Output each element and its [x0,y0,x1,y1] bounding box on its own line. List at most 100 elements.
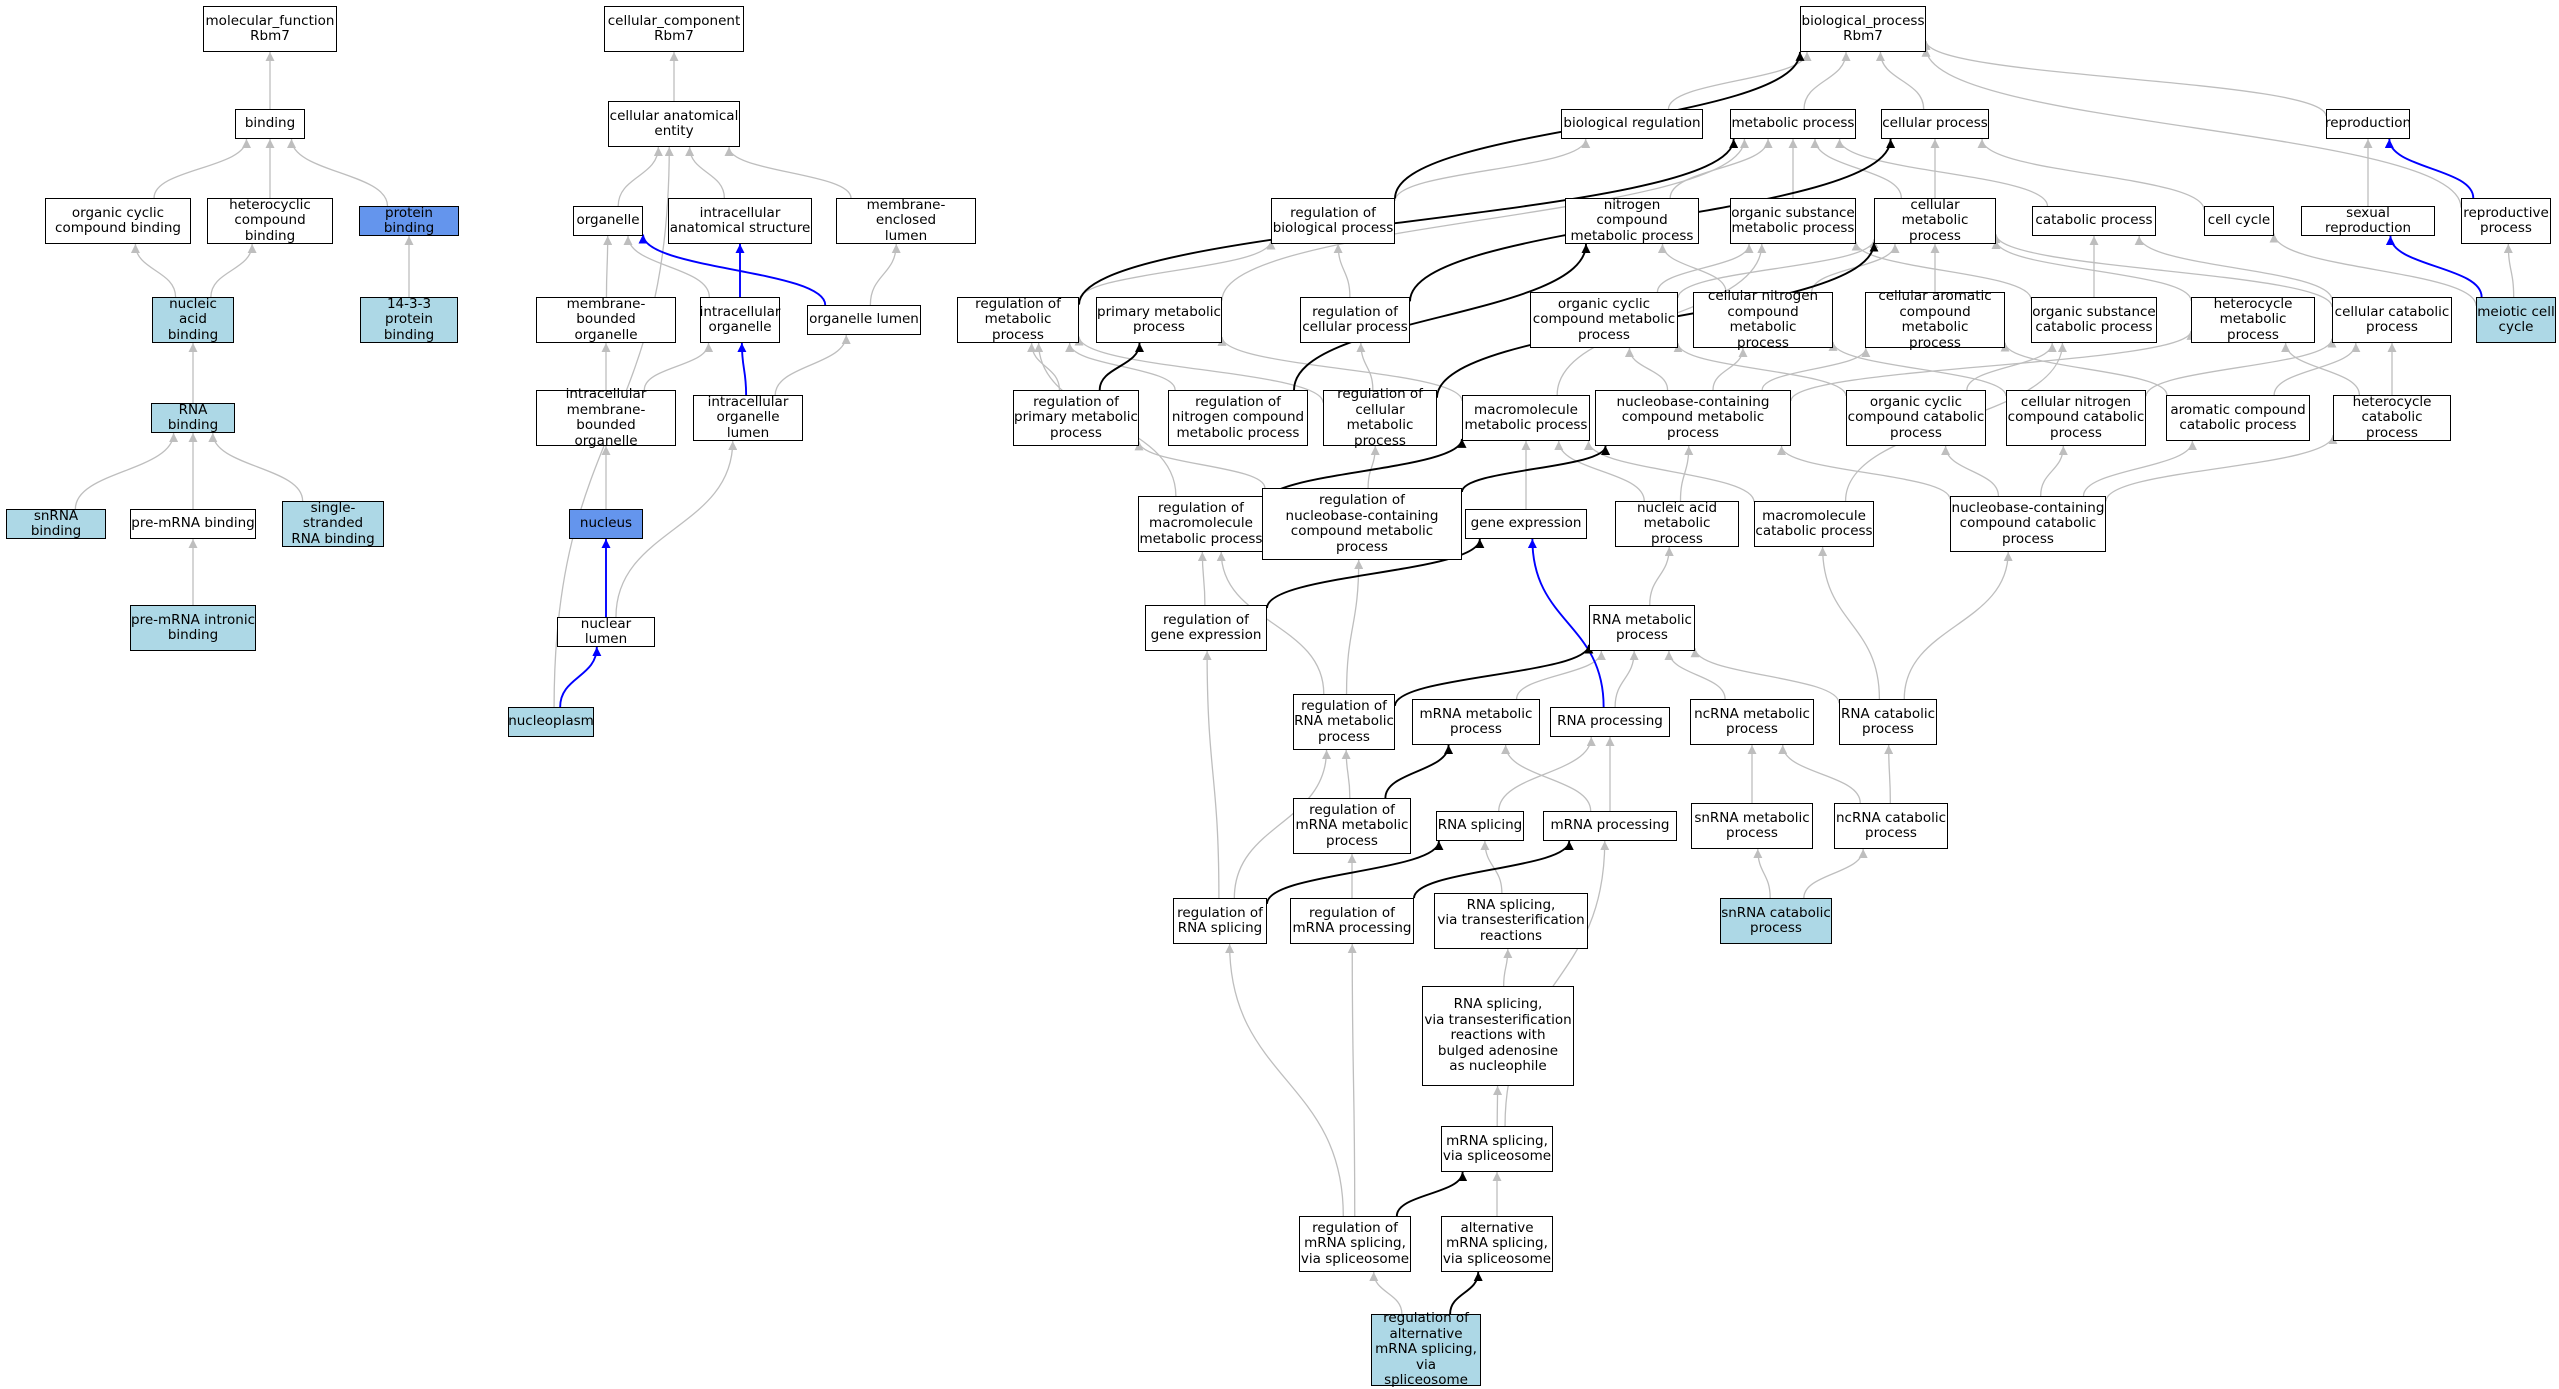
go-term-occcp: organic cyclic compound catabolic proces… [1846,390,1986,446]
edge-nab-to-ocb [135,244,175,297]
go-term-ias: intracellular anatomical structure [668,198,812,244]
edge-ramsvs-to-amsvs [1450,1272,1478,1314]
edge-cp-to-bp [1880,52,1923,109]
go-term-sexrep: sexual reproduction [2301,206,2435,236]
edge-rnacp-to-rnamp [1695,648,1839,703]
go-term-ncmp: nitrogen compound metabolic process [1565,198,1699,244]
edge-ias-to-cae [690,147,725,198]
edge-rmsvs-to-rrnasplice [1230,944,1344,1216]
go-term-rnamp: RNA metabolic process [1589,605,1695,651]
edge-np-to-nl [560,647,597,707]
edge-rnamp-to-namp [1650,547,1670,605]
go-term-mbo: membrane-bounded organelle [536,297,676,343]
go-term-cae: cellular anatomical entity [608,101,740,147]
go-term-imbo: intracellular membrane-bounded organelle [536,390,676,446]
go-term-cp: cellular process [1881,109,1989,139]
go-term-amsvs: alternative mRNA splicing, via spliceoso… [1441,1216,1553,1272]
go-term-breg: biological regulation [1561,109,1703,139]
go-term-mcc: meiotic cell cycle [2476,297,2556,343]
go-term-pb: protein binding [359,206,459,236]
go-term-rnab: RNA binding [151,403,235,433]
edge-nbcmp-to-cacmp [1762,348,1866,390]
edge-nbcmp-to-cncmp [1713,348,1743,390]
go-term-rge: regulation of gene expression [1145,605,1267,651]
go-term-namp: nucleic acid metabolic process [1615,501,1739,547]
edge-ssrnab-to-rnab [213,433,303,501]
edge-rmsvs-to-rmrnaproc [1352,944,1355,1216]
edge-ncrnamp-to-rnamp [1669,651,1725,699]
go-term-hcp: heterocycle catabolic process [2333,395,2451,441]
go-term-ocb: organic cyclic compound binding [45,198,191,244]
go-term-b1433: 14-3-3 protein binding [360,297,458,343]
go-term-rmsvs: regulation of mRNA splicing, via spliceo… [1299,1216,1411,1272]
edge-ramsvs-to-rmsvs [1374,1272,1402,1314]
go-term-rmp: regulation of metabolic process [957,297,1079,343]
edge-accp-to-ccp [2274,343,2356,395]
edge-hcp-to-hmp [2286,343,2360,395]
go-term-premrnab: pre-mRNA binding [130,509,256,539]
go-term-mrnaproc: mRNA processing [1543,811,1677,841]
go-term-mel: membrane-enclosed lumen [836,198,976,244]
go-term-rnaproc: RNA processing [1550,707,1670,737]
go-term-ccyc: cell cycle [2204,206,2274,236]
edge-mrnamp-to-rnamp [1517,651,1602,699]
edge-rncmp-to-rmp [1070,343,1176,390]
edge-rsvtrba-to-rsvtr [1504,949,1508,986]
edge-rnaproc-to-rnamp [1615,651,1634,707]
go-term-bp: biological_process Rbm7 [1800,6,1926,52]
go-term-cc: cellular_component Rbm7 [604,6,744,52]
go-term-ncrnamp: ncRNA metabolic process [1690,699,1814,745]
edge-ccyc-to-cp [1982,139,2204,210]
go-term-hmp: heterocycle metabolic process [2191,297,2315,343]
edge-repro-to-bp [1926,41,2326,116]
edge-rge-to-rmmp [1202,552,1205,605]
go-term-ncrnacp: ncRNA catabolic process [1834,803,1948,849]
go-term-rpmp: regulation of primary metabolic process [1013,390,1139,446]
go-term-rmrnamp: regulation of mRNA metabolic process [1293,798,1411,854]
edge-rsvtr-to-rnasplice [1485,841,1502,893]
go-term-osmp: organic substance metabolic process [1730,198,1856,244]
go-term-accp: aromatic compound catabolic process [2166,395,2310,441]
edge-nbccp-to-accp [2083,441,2192,496]
edge-pb-to-binding [291,139,387,206]
go-term-np: nucleoplasm [508,707,594,737]
edge-mp-to-bp [1804,52,1846,109]
edge-io-to-organelle [628,236,709,297]
edge-nab-to-hcb [211,244,252,297]
go-term-rnbcmp: regulation of nucleobase-containing comp… [1262,488,1462,560]
edge-rrnamp-to-rnbcmp [1347,560,1359,694]
go-term-snrnamp: snRNA metabolic process [1691,803,1813,849]
edge-breg-to-bp [1668,52,1807,109]
edge-ol-to-organelle [643,235,825,305]
go-term-maccp: macromolecule catabolic process [1754,501,1874,547]
go-term-nab: nucleic acid binding [152,297,234,343]
go-term-ccp: cellular catabolic process [2332,297,2452,343]
go-term-rrnamp: regulation of RNA metabolic process [1293,694,1395,750]
edge-rmp-to-rbp [1079,240,1271,300]
go-term-nl: nuclear lumen [557,617,655,647]
go-term-mp: metabolic process [1730,109,1856,139]
go-term-snrnacp: snRNA catabolic process [1720,898,1832,944]
edge-repp-to-repro [2389,139,2473,198]
edge-rmsvs-to-msvs [1397,1172,1463,1216]
edge-accp-to-cacmp [2005,343,2167,395]
edge-namp-to-macmp [1559,441,1644,501]
edge-ocb-to-binding [154,139,246,198]
edge-nbcmp-to-occmp [1629,348,1667,390]
edge-nbccp-to-nbcmp [1781,446,1950,499]
edge-nbccp-to-occcp [1946,446,1999,496]
edge-ncmp-to-mp [1670,139,1768,198]
go-term-ssrnab: single-stranded RNA binding [282,501,384,547]
go-term-rncmp: regulation of nitrogen compound metaboli… [1168,390,1308,446]
edge-organelle-to-cae [618,147,658,206]
edge-mbo-to-organelle [606,236,607,297]
edge-mcc-to-sexrep [2390,236,2481,297]
edge-iol-to-ol [775,335,846,395]
edge-snrnacp-to-ncrnacp [1804,849,1863,898]
edge-rmrnaproc-to-mrnaproc [1414,841,1569,898]
go-term-io: intracellular organelle [700,297,780,343]
go-term-iol: intracellular organelle lumen [693,395,803,441]
edge-rnacp-to-maccp [1823,547,1880,699]
go-term-organelle: organelle [573,206,643,236]
go-term-msvs: mRNA splicing, via spliceosome [1441,1126,1553,1172]
